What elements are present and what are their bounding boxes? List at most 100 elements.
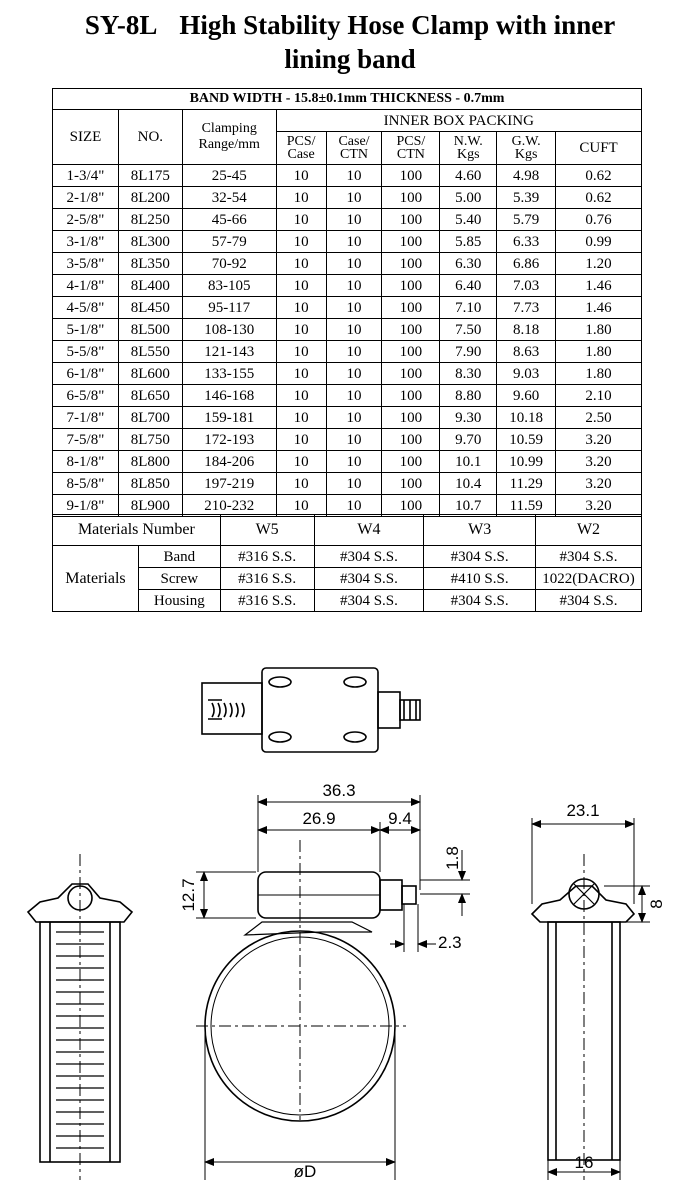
cell-case-ctn: 10 bbox=[325, 340, 383, 363]
cell-pcs-case: 10 bbox=[275, 450, 327, 473]
cell-clamping: 146-168 bbox=[181, 384, 277, 407]
cell-size: 6-1/8" bbox=[52, 362, 119, 385]
cell-pcs-case: 10 bbox=[275, 252, 327, 275]
header-nw: N.W.Kgs bbox=[439, 131, 498, 165]
cell-nw: 7.50 bbox=[439, 318, 498, 341]
cell-pcs-case: 10 bbox=[275, 230, 327, 253]
spec-table: BAND WIDTH - 15.8±0.1mm THICKNESS - 0.7m… bbox=[52, 88, 643, 517]
header-inner-box: INNER BOX PACKING bbox=[275, 109, 643, 132]
header-gw-line2: Kgs bbox=[514, 147, 538, 162]
cell-gw: 6.33 bbox=[496, 230, 557, 253]
cell-size: 9-1/8" bbox=[52, 494, 119, 517]
cell-pcs-case: 10 bbox=[275, 296, 327, 319]
material-cell: #304 S.S. bbox=[423, 545, 537, 568]
dim-housing-height: 12.7 bbox=[179, 878, 198, 911]
cell-case-ctn: 10 bbox=[325, 296, 383, 319]
cell-nw: 8.80 bbox=[439, 384, 498, 407]
cell-case-ctn: 10 bbox=[325, 384, 383, 407]
cell-no: 8L550 bbox=[117, 340, 183, 363]
cell-cuft: 1.46 bbox=[555, 296, 642, 319]
cell-pcs-case: 10 bbox=[275, 406, 327, 429]
cell-nw: 9.70 bbox=[439, 428, 498, 451]
cell-case-ctn: 10 bbox=[325, 274, 383, 297]
cell-cuft: 0.99 bbox=[555, 230, 642, 253]
cell-clamping: 121-143 bbox=[181, 340, 277, 363]
cell-case-ctn: 10 bbox=[325, 362, 383, 385]
cell-size: 5-1/8" bbox=[52, 318, 119, 341]
cell-nw: 10.1 bbox=[439, 450, 498, 473]
cell-case-ctn: 10 bbox=[325, 428, 383, 451]
material-cell: 1022(DACRO) bbox=[535, 567, 642, 590]
cell-pcs-ctn: 100 bbox=[381, 340, 441, 363]
cell-gw: 7.03 bbox=[496, 274, 557, 297]
cell-size: 8-5/8" bbox=[52, 472, 119, 495]
cell-clamping: 83-105 bbox=[181, 274, 277, 297]
header-nw-line1: N.W. bbox=[453, 134, 483, 149]
header-clamping: Clamping Range/mm bbox=[181, 109, 277, 165]
cell-nw: 4.60 bbox=[439, 164, 498, 187]
cell-size: 1-3/4" bbox=[52, 164, 119, 187]
cell-size: 4-5/8" bbox=[52, 296, 119, 319]
cell-size: 8-1/8" bbox=[52, 450, 119, 473]
header-pcs-ctn-line2: CTN bbox=[396, 147, 425, 162]
material-code-w3: W3 bbox=[423, 514, 537, 546]
cell-gw: 11.29 bbox=[496, 472, 557, 495]
cell-nw: 5.00 bbox=[439, 186, 498, 209]
technical-drawing: 36.3 26.9 9.4 12.7 1.8 2.3 øD 23.1 8 16 bbox=[26, 667, 666, 1181]
header-gw-line1: G.W. bbox=[511, 134, 541, 149]
cell-case-ctn: 10 bbox=[325, 230, 383, 253]
material-cell: #304 S.S. bbox=[423, 589, 537, 612]
header-pcs-ctn-line1: PCS/ bbox=[396, 134, 426, 149]
front-view-drawing bbox=[196, 840, 417, 1122]
cell-gw: 5.39 bbox=[496, 186, 557, 209]
cell-pcs-case: 10 bbox=[275, 340, 327, 363]
cell-nw: 10.4 bbox=[439, 472, 498, 495]
cell-clamping: 95-117 bbox=[181, 296, 277, 319]
cell-gw: 4.98 bbox=[496, 164, 557, 187]
material-part-screw: Screw bbox=[137, 567, 221, 590]
cell-nw: 9.30 bbox=[439, 406, 498, 429]
cell-case-ctn: 10 bbox=[325, 406, 383, 429]
cell-pcs-ctn: 100 bbox=[381, 450, 441, 473]
cell-pcs-ctn: 100 bbox=[381, 164, 441, 187]
cell-pcs-ctn: 100 bbox=[381, 230, 441, 253]
material-cell: #304 S.S. bbox=[313, 589, 425, 612]
cell-clamping: 108-130 bbox=[181, 318, 277, 341]
header-cuft: CUFT bbox=[555, 131, 642, 165]
header-case-ctn-line2: CTN bbox=[340, 147, 368, 162]
material-code-w4: W4 bbox=[313, 514, 425, 546]
cell-pcs-case: 10 bbox=[275, 384, 327, 407]
cell-cuft: 3.20 bbox=[555, 472, 642, 495]
cell-pcs-ctn: 100 bbox=[381, 274, 441, 297]
cell-nw: 5.85 bbox=[439, 230, 498, 253]
left-side-view-drawing bbox=[26, 854, 134, 1180]
cell-case-ctn: 10 bbox=[325, 164, 383, 187]
dim-top-offset: 1.8 bbox=[443, 846, 462, 870]
material-cell: #304 S.S. bbox=[535, 545, 642, 568]
cell-no: 8L500 bbox=[117, 318, 183, 341]
cell-gw: 9.03 bbox=[496, 362, 557, 385]
cell-nw: 8.30 bbox=[439, 362, 498, 385]
cell-gw: 7.73 bbox=[496, 296, 557, 319]
cell-no: 8L700 bbox=[117, 406, 183, 429]
cell-pcs-case: 10 bbox=[275, 318, 327, 341]
header-gw: G.W.Kgs bbox=[496, 131, 557, 165]
cell-no: 8L350 bbox=[117, 252, 183, 275]
material-cell: #316 S.S. bbox=[219, 545, 315, 568]
header-clamping-line1: Clamping bbox=[201, 121, 257, 136]
cell-nw: 7.90 bbox=[439, 340, 498, 363]
cell-pcs-ctn: 100 bbox=[381, 472, 441, 495]
cell-no: 8L800 bbox=[117, 450, 183, 473]
cell-gw: 10.99 bbox=[496, 450, 557, 473]
cell-gw: 8.18 bbox=[496, 318, 557, 341]
cell-no: 8L600 bbox=[117, 362, 183, 385]
cell-cuft: 2.10 bbox=[555, 384, 642, 407]
header-no: NO. bbox=[117, 109, 183, 165]
